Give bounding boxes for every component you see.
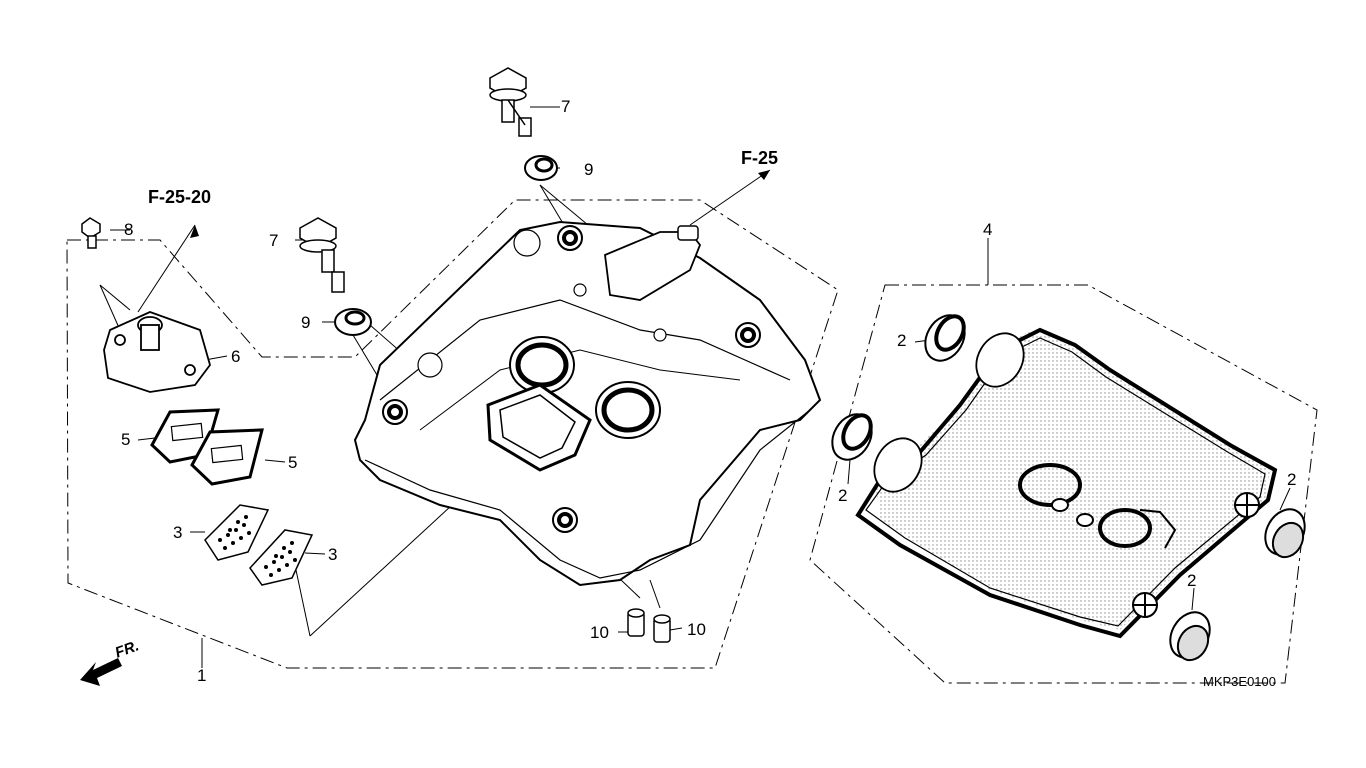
callout-7-lower: 7	[269, 231, 279, 250]
gasket-kit-outline	[809, 284, 1318, 684]
callout-9-lower: 9	[301, 313, 311, 332]
callout-1: 1	[197, 666, 207, 685]
f2520-arrowhead	[190, 225, 199, 238]
washer-9-lower	[334, 308, 372, 336]
callout-9-upper: 9	[584, 160, 594, 179]
callout-10-right: 10	[687, 620, 706, 639]
bolt-7-lower	[299, 217, 345, 293]
reed-plate-3-left	[204, 504, 270, 561]
cylinder-head-cover	[353, 220, 822, 587]
callout-6: 6	[231, 347, 241, 366]
bolt-8	[81, 217, 101, 249]
callout-2-top: 2	[897, 331, 907, 350]
plug-2-left	[831, 413, 873, 461]
breather-cover-6	[103, 311, 211, 393]
callout-3-right: 3	[328, 545, 338, 564]
reference-f-25[interactable]: F-25	[741, 148, 779, 168]
callout-2-bottom: 2	[1187, 571, 1197, 590]
callout-5-right: 5	[288, 453, 298, 472]
reed-plate-3-right	[249, 529, 314, 586]
diagram-code: MKP3E0100	[1203, 674, 1276, 689]
dowel-pin-10-left	[627, 608, 645, 637]
assembly-outline	[66, 199, 839, 669]
callout-5-left: 5	[121, 430, 131, 449]
callout-2-right: 2	[1287, 470, 1297, 489]
callout-8: 8	[124, 220, 134, 239]
callout-2-left: 2	[838, 486, 848, 505]
washer-9-upper	[524, 155, 558, 181]
callout-7-upper: 7	[561, 97, 571, 116]
bolt-7-upper	[489, 67, 532, 137]
callout-4: 4	[983, 220, 993, 239]
reed-gasket-5-right	[190, 428, 264, 486]
callout-3-left: 3	[173, 523, 183, 542]
front-arrow-icon	[80, 658, 122, 686]
plug-2-top	[924, 314, 966, 362]
plug-2-right	[1264, 508, 1306, 559]
f25-arrowhead	[758, 170, 770, 180]
plug-2-bottom	[1169, 611, 1211, 662]
reference-f-25-20[interactable]: F-25-20	[148, 187, 212, 207]
callout-10-left: 10	[590, 623, 609, 642]
head-cover-gasket-4	[855, 327, 1278, 639]
dowel-pin-10-right	[653, 614, 671, 643]
